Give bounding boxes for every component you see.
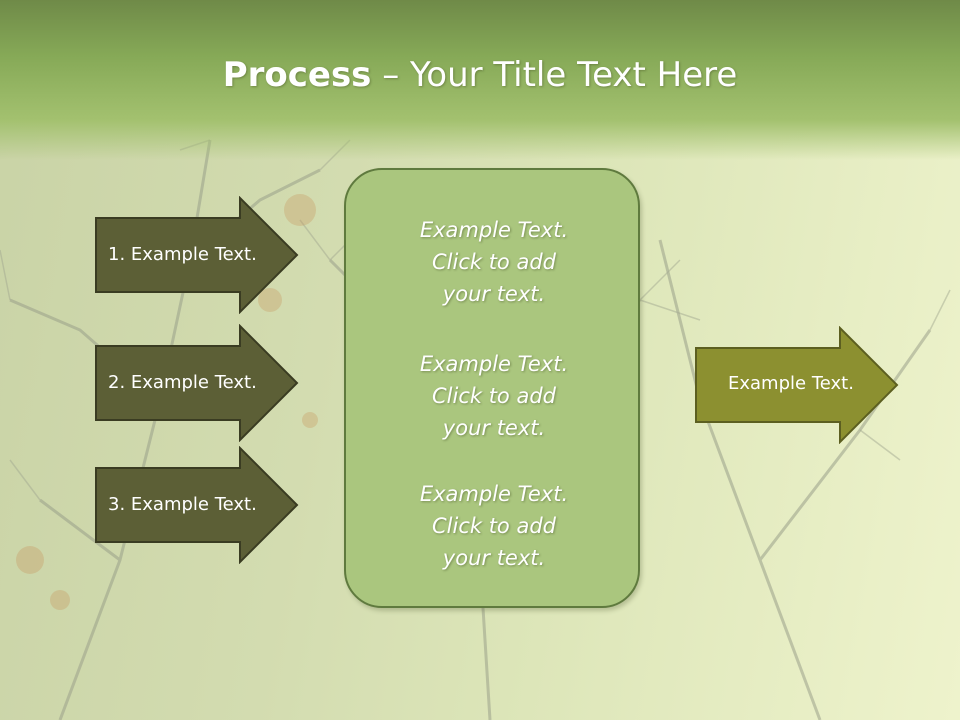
result-arrow[interactable]: Example Text. [694, 326, 900, 444]
step-arrow-3[interactable]: 3. Example Text. [94, 446, 300, 564]
center-text-box[interactable]: Example Text. Click to add your text. Ex… [344, 168, 640, 608]
center-line: Click to add [431, 384, 556, 408]
title-bold: Process [222, 55, 372, 95]
step-arrow-label: 1. Example Text. [108, 244, 257, 265]
center-line: your text. [442, 416, 546, 440]
slide-title[interactable]: Process – Your Title Text Here [0, 52, 960, 98]
center-line: your text. [442, 546, 546, 570]
step-arrow-2[interactable]: 2. Example Text. [94, 324, 300, 442]
arrow-shape [95, 196, 299, 314]
title-band [0, 0, 960, 160]
center-text-block-1: Example Text. Click to add your text. [346, 214, 642, 310]
center-line: Click to add [431, 514, 556, 538]
arrow-shape [95, 324, 299, 442]
step-arrow-label: 3. Example Text. [108, 494, 257, 515]
center-text-block-3: Example Text. Click to add your text. [346, 478, 642, 574]
step-arrow-label: 2. Example Text. [108, 372, 257, 393]
center-text-block-2: Example Text. Click to add your text. [346, 348, 642, 444]
step-arrow-1[interactable]: 1. Example Text. [94, 196, 300, 314]
arrow-shape [95, 446, 299, 564]
result-arrow-label: Example Text. [728, 373, 854, 394]
title-rest: – Your Title Text Here [371, 55, 738, 95]
center-line: your text. [442, 282, 546, 306]
arrow-shape [695, 326, 899, 444]
center-line: Example Text. [419, 352, 569, 376]
center-line: Example Text. [419, 218, 569, 242]
center-line: Click to add [431, 250, 556, 274]
center-line: Example Text. [419, 482, 569, 506]
